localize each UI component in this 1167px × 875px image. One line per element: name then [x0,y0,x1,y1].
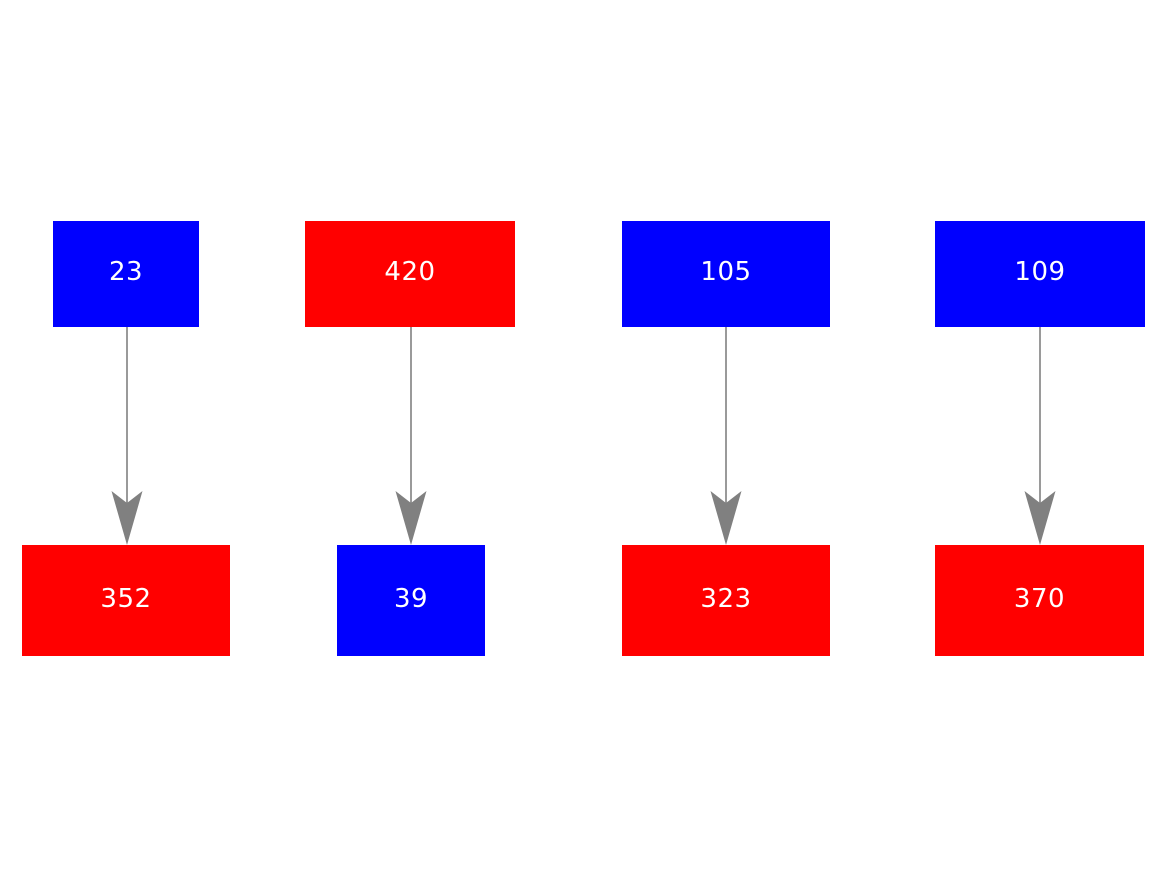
node-label: 39 [393,583,429,614]
edges-group [111,327,1056,545]
edge-e1 [111,327,143,545]
node-label: 352 [100,583,152,614]
node-n3-bottom[interactable]: 323 [622,545,830,656]
node-n4-top[interactable]: 109 [935,221,1145,327]
arrowhead-icon [710,491,742,545]
edge-e3 [710,327,742,545]
arrowhead-icon [395,491,427,545]
edge-e4 [1024,327,1056,545]
node-n3-top[interactable]: 105 [622,221,830,327]
node-label: 370 [1013,583,1066,614]
node-label: 23 [108,257,144,287]
node-label: 105 [700,257,752,287]
node-n1-bottom[interactable]: 352 [22,545,230,656]
node-label: 420 [384,257,436,287]
node-label: 109 [1014,257,1066,287]
node-label: 323 [700,583,752,614]
edge-e2 [395,327,427,545]
node-n4-bottom[interactable]: 370 [935,545,1144,656]
node-n2-bottom[interactable]: 39 [337,545,485,656]
arrowhead-icon [1024,491,1056,545]
node-n1-top[interactable]: 23 [53,221,199,327]
arrowhead-icon [111,491,143,545]
node-n2-top[interactable]: 420 [305,221,515,327]
